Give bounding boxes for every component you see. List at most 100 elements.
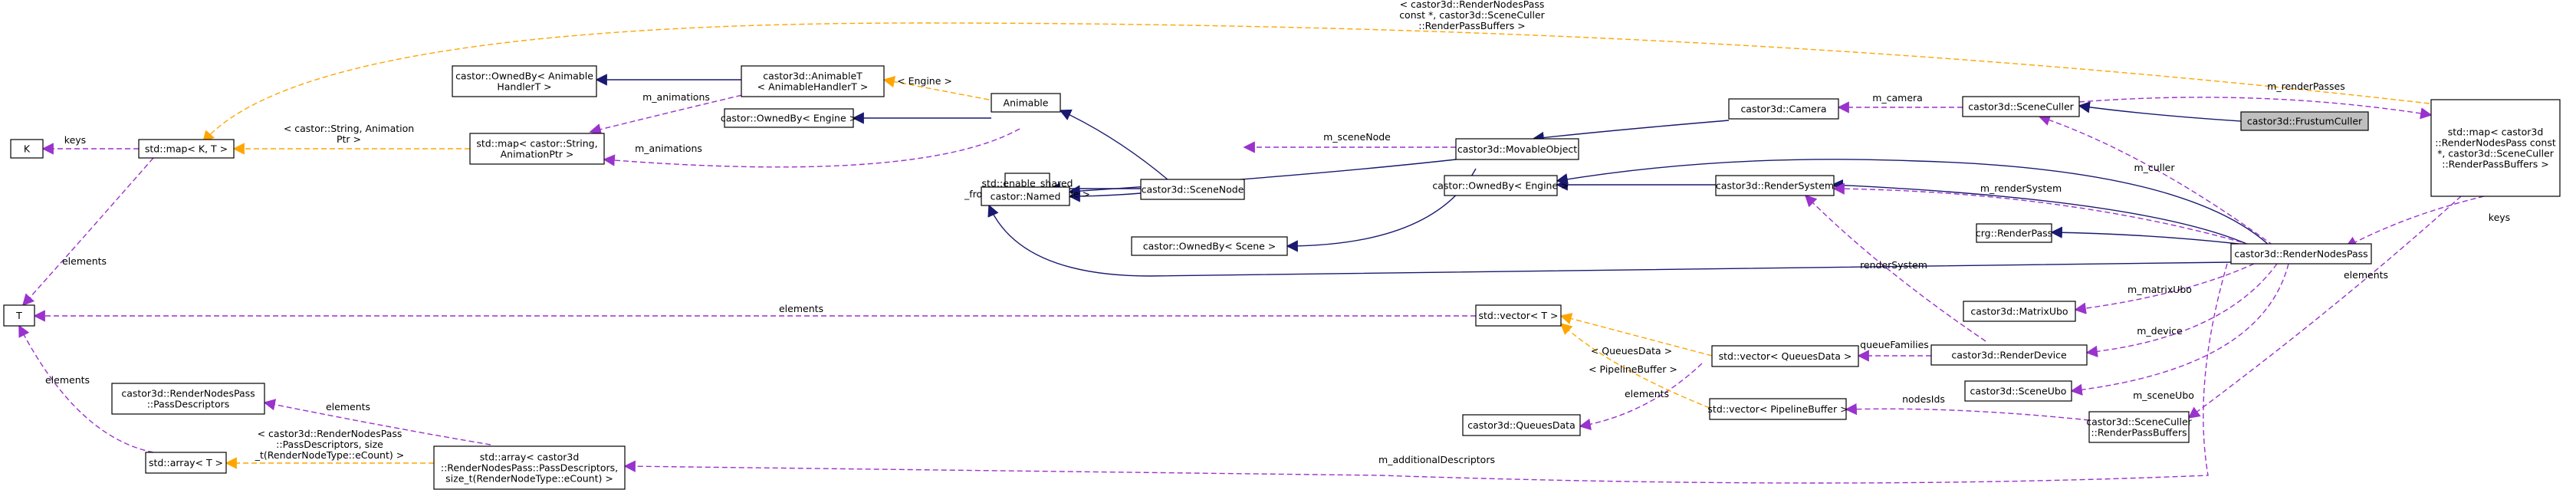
- class-node-matrix-ubo[interactable]: castor3d::MatrixUbo: [1963, 301, 2076, 322]
- class-node-render-nodes-pass[interactable]: castor3d::RenderNodesPass: [2230, 243, 2372, 265]
- class-node-crg-render-pass[interactable]: crg::RenderPass: [1976, 223, 2052, 243]
- edge-named-to-rendernodes: [987, 204, 2232, 277]
- edge-label-m-animations2: m_animations: [635, 143, 702, 154]
- edge-movable-to-camera: [1532, 120, 1730, 144]
- class-node-box: [145, 452, 227, 474]
- edge-animable-to-scenenode: [1059, 109, 1174, 185]
- class-node-box: [2230, 243, 2372, 265]
- edge-label-array-template: < castor3d::RenderNodesPass: [258, 428, 402, 439]
- edge-label-m-animations1: m_animations: [642, 91, 710, 103]
- class-node-label: ::PassDescriptors: [147, 399, 230, 410]
- class-node-box: [3, 304, 35, 327]
- class-node-stdmap-rp[interactable]: std::map< castor3d::RenderNodesPass cons…: [2430, 99, 2561, 197]
- class-node-label: std::map< castor3d: [2448, 127, 2544, 138]
- class-node-k[interactable]: K: [10, 139, 44, 159]
- edge-label-map-rp-template: < castor3d::RenderNodesPass: [1400, 0, 1545, 10]
- class-node-label: castor3d::MatrixUbo: [1970, 306, 2068, 317]
- class-node-owned-by-anim-handler[interactable]: castor::OwnedBy< AnimableHandlerT >: [452, 65, 597, 97]
- class-node-movable-object[interactable]: castor3d::MovableObject: [1455, 138, 1579, 160]
- class-node-animable-t[interactable]: castor3d::AnimableT< AnimableHandlerT >: [741, 65, 885, 97]
- class-node-pass-descriptors[interactable]: castor3d::RenderNodesPass::PassDescripto…: [111, 383, 265, 415]
- class-node-stdvector-qd[interactable]: std::vector< QueuesData >: [1711, 345, 1859, 367]
- class-node-label: castor::Named: [991, 191, 1061, 202]
- class-node-box: [1963, 301, 2076, 322]
- class-node-box: [1964, 380, 2072, 402]
- class-node-box: [1709, 398, 1847, 420]
- class-node-box: [2088, 411, 2190, 443]
- class-node-owned-by-engine1[interactable]: castor::OwnedBy< Engine >: [721, 108, 857, 128]
- class-node-owned-by-engine2[interactable]: castor::OwnedBy< Engine >: [1432, 175, 1569, 196]
- edge-label-pipeline-template: < PipelineBuffer >: [1589, 363, 1677, 375]
- class-node-scene-culler[interactable]: castor3d::SceneCuller: [1962, 96, 2080, 117]
- class-node-label: std::vector< T >: [1479, 310, 1559, 321]
- edge-label-array-template: _t(RenderNodeType::eCount) >: [255, 449, 404, 461]
- edge-sceneculler-to-frustumculler: [2078, 101, 2242, 122]
- class-node-animable[interactable]: Animable: [991, 93, 1061, 113]
- class-node-stdmap-kt[interactable]: std::map< K, T >: [138, 139, 235, 159]
- class-node-label: std::map< K, T >: [145, 143, 228, 155]
- class-node-label: ::RenderNodesPass const: [2435, 137, 2556, 149]
- edge-label-map-rp-template: ::RenderPassBuffers >: [1418, 20, 1525, 31]
- class-node-render-pass-buffers[interactable]: castor3d::SceneCuller::RenderPassBuffers: [2086, 411, 2193, 443]
- class-node-render-device[interactable]: castor3d::RenderDevice: [1930, 344, 2088, 366]
- class-node-queues-data[interactable]: castor3d::QueuesData: [1462, 414, 1581, 436]
- class-node-label: < AnimableHandlerT >: [757, 81, 869, 93]
- edge-label-nodes-ids: nodesIds: [1902, 393, 1945, 405]
- class-node-box: [981, 186, 1070, 206]
- edge-label-m-additional-descriptors: m_additionalDescriptors: [1378, 454, 1495, 465]
- class-node-label: K: [24, 143, 31, 155]
- edge-rendersystem-to-rendernodes: [1831, 179, 2251, 246]
- class-node-stdvector-pb[interactable]: std::vector< PipelineBuffer >: [1707, 398, 1848, 420]
- edge-label-elements-rpb: elements: [2344, 269, 2388, 281]
- class-node-box: [724, 108, 854, 128]
- edge-label-m-device: m_device: [2137, 325, 2183, 337]
- class-node-label: castor3d::MovableObject: [1457, 143, 1577, 155]
- edge-label-elements-t-vec: elements: [779, 303, 823, 314]
- edge-m-renderpasses: [2078, 97, 2433, 120]
- class-node-stdarray-pd[interactable]: std::array< castor3d::RenderNodesPass::P…: [433, 445, 626, 490]
- class-node-scene-node[interactable]: castor3d::SceneNode: [1140, 179, 1245, 200]
- class-node-named[interactable]: castor::Named: [981, 186, 1070, 206]
- class-node-stdmap-anim[interactable]: std::map< castor::String,AnimationPtr >: [469, 133, 605, 165]
- class-node-box: [991, 93, 1061, 113]
- class-node-box: [138, 139, 235, 159]
- class-node-box: [2430, 99, 2561, 197]
- class-node-stdarray-t[interactable]: std::array< T >: [145, 452, 227, 474]
- class-node-box: [1930, 344, 2088, 366]
- class-node-label: castor3d::RenderNodesPass: [121, 388, 255, 399]
- edge-label-map-anim-template: < castor::String, Animation: [284, 123, 414, 134]
- class-node-camera[interactable]: castor3d::Camera: [1728, 98, 1839, 120]
- class-node-label: castor3d::AnimableT: [763, 71, 863, 82]
- edge-crgrenderpass-to-rendernodes: [2050, 226, 2239, 245]
- edge-label-queuesdata-template: < QueuesData >: [1591, 345, 1672, 357]
- class-node-box: [1444, 175, 1558, 196]
- edge-label-m-scene-ubo: m_sceneUbo: [2133, 389, 2194, 401]
- edge-elements-renderpassbuffers: [2187, 196, 2462, 419]
- class-node-scene-ubo[interactable]: castor3d::SceneUbo: [1964, 380, 2072, 402]
- class-node-stdvector-t[interactable]: std::vector< T >: [1475, 304, 1562, 327]
- edge-elements-to-t-from-map: [21, 157, 154, 307]
- class-node-box: [1715, 175, 1835, 196]
- class-node-frustum-culler[interactable]: castor3d::FrustumCuller: [2240, 111, 2369, 131]
- class-node-box: [469, 133, 605, 165]
- class-node-label: Animable: [1004, 97, 1049, 109]
- class-node-box: [10, 139, 44, 159]
- class-node-t[interactable]: T: [3, 304, 35, 327]
- class-node-box: [111, 383, 265, 415]
- class-node-label: std::map< castor::String,: [476, 138, 597, 150]
- edge-keys-rendernodes: [2344, 196, 2485, 248]
- class-node-box: [1475, 304, 1562, 327]
- class-node-render-system[interactable]: castor3d::RenderSystem: [1715, 175, 1835, 196]
- class-node-label: castor::OwnedBy< Engine >: [721, 113, 857, 124]
- edge-label-elements-t-arr: elements: [45, 374, 90, 386]
- class-node-label: ::RenderNodesPass::PassDescriptors,: [441, 462, 618, 474]
- edge-template-queuesdata: [1559, 313, 1713, 357]
- class-node-box: [1462, 414, 1581, 436]
- class-node-owned-by-scene[interactable]: castor::OwnedBy< Scene >: [1131, 236, 1288, 256]
- edge-label-map-rp-template: const *, castor3d::SceneCuller: [1399, 9, 1545, 21]
- class-node-label: std::vector< QueuesData >: [1719, 350, 1852, 362]
- class-node-label: castor3d::FrustumCuller: [2247, 116, 2363, 127]
- edge-label-m-render-passes: m_renderPasses: [2267, 81, 2345, 92]
- edge-template-pipeline: [1559, 322, 1710, 409]
- class-node-label: castor3d::Camera: [1740, 104, 1826, 115]
